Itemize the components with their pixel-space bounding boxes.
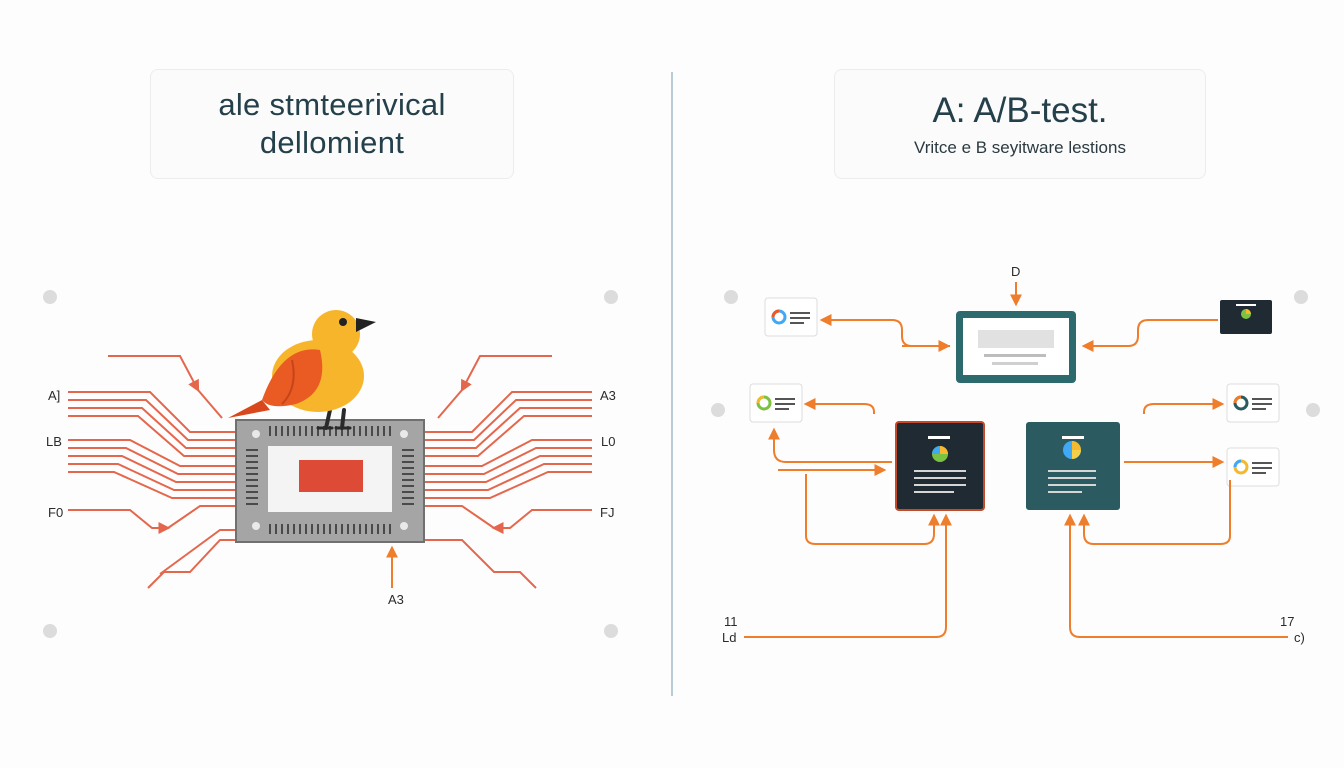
mini-card-top-right xyxy=(1220,300,1272,334)
corner-dots-right xyxy=(711,290,1320,417)
label-left-mid: LB xyxy=(46,434,62,449)
label-bottom-right-1: 17 xyxy=(1280,614,1294,629)
mini-card-mid-right xyxy=(1226,383,1280,423)
mini-card-lower-right xyxy=(1226,447,1280,487)
left-title-card: ale stmteerivical dellomient xyxy=(150,69,514,179)
monitor-icon xyxy=(956,311,1076,383)
label-right-top: A3 xyxy=(600,388,616,403)
label-left-bot: F0 xyxy=(48,505,63,520)
mini-card-top-left xyxy=(764,297,818,337)
bird-icon xyxy=(228,310,376,430)
variant-b-box xyxy=(1026,422,1120,510)
label-bottom-left-2: Ld xyxy=(722,630,736,645)
corner-dots-left xyxy=(43,290,618,638)
chip-core xyxy=(299,460,363,492)
label-right-mid: L0 xyxy=(601,434,615,449)
variant-a-box xyxy=(895,421,985,511)
right-title: A: A/B-test. xyxy=(932,91,1108,130)
left-title-line-2: dellomient xyxy=(259,125,405,160)
label-bottom-right-2: c) xyxy=(1294,630,1305,645)
left-title-line-1: ale stmteerivical xyxy=(218,87,446,122)
circuit-traces-left xyxy=(68,355,236,589)
right-title-card: A: A/B-test. Vritce e B seyitware lestio… xyxy=(834,69,1206,179)
flow-arrows xyxy=(744,314,1288,638)
label-bottom-left-1: 11 xyxy=(724,614,738,629)
circuit-traces-right xyxy=(424,355,592,589)
chip xyxy=(235,419,425,543)
label-bottom: A3 xyxy=(388,592,404,607)
right-subtitle: Vritce e B seyitware lestions xyxy=(914,138,1126,157)
label-top: D xyxy=(1011,264,1020,279)
mini-card-mid-left xyxy=(749,383,803,423)
label-right-bot: FJ xyxy=(600,505,614,520)
panel-divider xyxy=(671,72,673,696)
label-left-top: A] xyxy=(48,388,60,403)
